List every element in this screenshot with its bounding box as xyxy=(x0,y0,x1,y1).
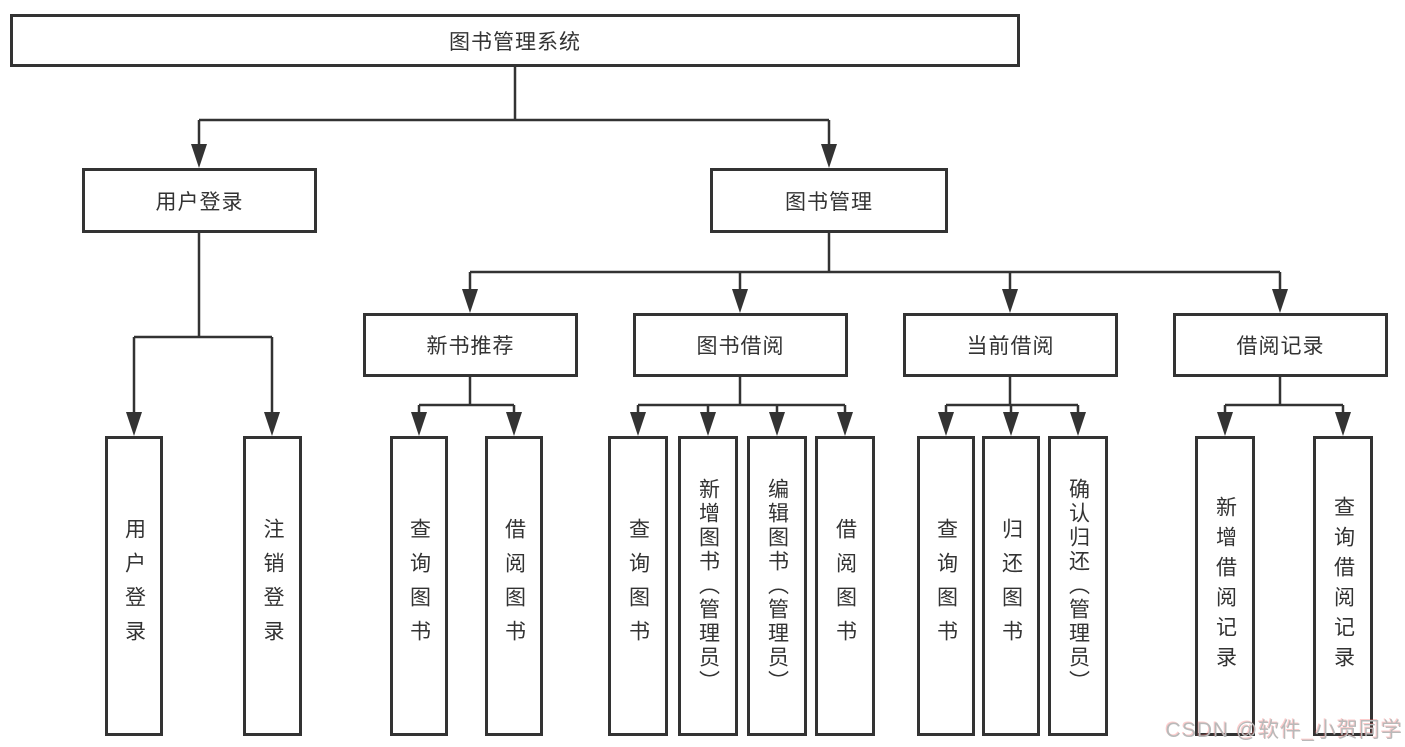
leaf-query-books-2: 查询图书 xyxy=(608,436,668,736)
leaf-query-borrow-record: 查询借阅记录 xyxy=(1313,436,1373,736)
node-user-login: 用户登录 xyxy=(82,168,317,233)
leaf-query-books-2-label: 查询图书 xyxy=(626,518,650,654)
leaf-borrow-books-1: 借阅图书 xyxy=(485,436,543,736)
leaf-user-login: 用户登录 xyxy=(105,436,163,736)
connector-line xyxy=(132,67,1345,420)
leaf-confirm-return-admin-label: 确认归还（管理员） xyxy=(1066,478,1090,694)
node-book-management: 图书管理 xyxy=(710,168,948,233)
leaf-user-login-label: 用户登录 xyxy=(122,518,146,654)
node-current-borrow-label: 当前借阅 xyxy=(966,335,1055,358)
leaf-add-borrow-record: 新增借阅记录 xyxy=(1195,436,1255,736)
node-new-book-recommend: 新书推荐 xyxy=(363,313,578,377)
leaf-query-books-1-label: 查询图书 xyxy=(407,518,431,654)
node-new-book-recommend-label: 新书推荐 xyxy=(426,335,515,358)
node-library-system-label: 图书管理系统 xyxy=(449,30,581,54)
leaf-return-book-label: 归还图书 xyxy=(999,518,1023,654)
node-borrow-record-label: 借阅记录 xyxy=(1236,335,1325,358)
leaf-confirm-return-admin: 确认归还（管理员） xyxy=(1048,436,1108,736)
leaf-return-book: 归还图书 xyxy=(982,436,1040,736)
leaf-logout-label: 注销登录 xyxy=(261,518,284,654)
leaf-query-borrow-record-label: 查询借阅记录 xyxy=(1331,496,1355,676)
leaf-query-books-3-label: 查询图书 xyxy=(934,518,958,654)
node-library-system: 图书管理系统 xyxy=(10,14,1020,67)
node-book-management-label: 图书管理 xyxy=(785,190,873,214)
leaf-add-book-admin: 新增图书（管理员） xyxy=(678,436,738,736)
leaf-edit-book-admin: 编辑图书（管理员） xyxy=(747,436,807,736)
leaf-query-books-3: 查询图书 xyxy=(917,436,975,736)
node-current-borrow: 当前借阅 xyxy=(903,313,1118,377)
leaf-add-borrow-record-label: 新增借阅记录 xyxy=(1213,496,1237,676)
leaf-borrow-books-2-label: 借阅图书 xyxy=(833,518,857,654)
node-book-borrow-label: 图书借阅 xyxy=(696,335,785,358)
leaf-borrow-books-1-label: 借阅图书 xyxy=(502,518,526,654)
node-user-login-label: 用户登录 xyxy=(155,190,244,214)
leaf-edit-book-admin-label: 编辑图书（管理员） xyxy=(765,478,789,694)
arrowhead-down xyxy=(126,144,1351,436)
node-book-borrow: 图书借阅 xyxy=(633,313,848,377)
csdn-watermark: CSDN @软件_小贺同学 xyxy=(1165,719,1403,742)
leaf-query-books-1: 查询图书 xyxy=(390,436,448,736)
node-borrow-record: 借阅记录 xyxy=(1173,313,1388,377)
leaf-add-book-admin-label: 新增图书（管理员） xyxy=(696,478,720,694)
leaf-borrow-books-2: 借阅图书 xyxy=(815,436,875,736)
leaf-logout: 注销登录 xyxy=(243,436,302,736)
